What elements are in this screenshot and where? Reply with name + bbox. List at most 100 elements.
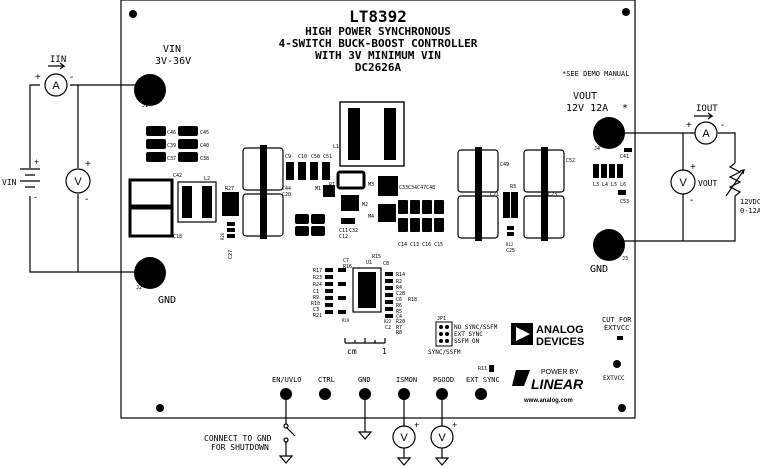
- label-c41: C41: [620, 154, 629, 160]
- tp-ismon[interactable]: [398, 388, 410, 400]
- minus-sign: -: [721, 120, 724, 131]
- plus-sign: +: [85, 159, 91, 170]
- tp-pgood[interactable]: [436, 388, 448, 400]
- small-passives-left: [325, 268, 346, 314]
- label-r26: R26: [220, 232, 225, 240]
- voltmeter-pgood-letter: V: [438, 432, 446, 444]
- plus-sign: +: [686, 120, 692, 131]
- jumper-option-2: EXT SYNC: [454, 331, 483, 338]
- j4-label: J4: [594, 146, 600, 152]
- label-c50: C50: [311, 154, 320, 160]
- title-line2: 4-SWITCH BUCK-BOOST CONTROLLER: [279, 37, 478, 50]
- label-c7: C7: [343, 258, 349, 264]
- mounting-hole: [618, 404, 626, 412]
- tp-gnd[interactable]: [359, 388, 371, 400]
- ground-symbol: [396, 448, 412, 466]
- mosfet-m4: [378, 204, 396, 222]
- website-url: www.analog.com: [523, 398, 573, 404]
- analog-devices-logo: ANALOG DEVICES: [511, 323, 584, 348]
- shutdown-note-2: FOR SHUTDOWN: [211, 443, 269, 452]
- shutdown-switch: [286, 427, 296, 437]
- current-arrow: [694, 112, 714, 120]
- bulk-cap-c42: [128, 178, 174, 208]
- vin-label: VIN: [163, 44, 181, 55]
- jumper-label: SYNC/SSFM: [428, 349, 461, 356]
- label-c49: C49: [500, 162, 509, 168]
- label-c8: C8: [383, 261, 389, 267]
- label-r21: R21: [313, 313, 322, 319]
- label-r9: R9: [313, 295, 319, 301]
- minus-sign: -: [70, 72, 73, 83]
- ammeter-in: [44, 73, 68, 97]
- label-c21: C21: [490, 192, 499, 198]
- label-l3-row: L3 L4 L5 L6: [593, 182, 626, 188]
- adi-text-1: ANALOG: [536, 324, 584, 336]
- jumper-jp1[interactable]: [435, 321, 453, 347]
- label-c11: C11: [339, 228, 348, 234]
- label-c1: C1: [313, 289, 319, 295]
- label-r4: R4: [396, 285, 402, 291]
- gnd-terminal: [134, 257, 166, 289]
- mounting-hole: [156, 404, 164, 412]
- label-r8: R8: [396, 330, 402, 336]
- label-r16: R16: [343, 264, 352, 270]
- ground-symbol: [434, 448, 450, 466]
- label-m3: M3: [368, 182, 374, 188]
- scale-ruler: [344, 338, 386, 344]
- ground-symbol: [357, 400, 373, 440]
- label-c45: C45: [200, 130, 209, 136]
- label-r7: R7: [396, 325, 402, 331]
- see-demo-note: *SEE DEMO MANUAL: [562, 70, 629, 78]
- battery-symbol: [20, 168, 40, 188]
- extvcc-pad-label: EXTVCC: [603, 375, 625, 382]
- label-c9: C9: [285, 154, 291, 160]
- label-c40: C40: [200, 143, 209, 149]
- label-c23: C23: [548, 192, 557, 198]
- voltmeter-in-letter: V: [74, 176, 82, 188]
- label-c27: C27: [228, 250, 234, 259]
- label-r12: R12: [506, 242, 514, 247]
- wire: [718, 132, 736, 163]
- tp-en-uvlo-label: EN/UVLO: [272, 376, 302, 384]
- label-c37: C37: [167, 156, 176, 162]
- vout-meter-label: VOUT: [698, 179, 717, 188]
- plus-sign: +: [34, 157, 39, 167]
- ruler-unit: cm: [347, 347, 357, 356]
- label-r27: R27: [225, 186, 234, 192]
- label-c28: C28: [396, 291, 405, 297]
- tp-ext-sync[interactable]: [475, 388, 487, 400]
- powered-by-text: POWER BY: [541, 369, 579, 376]
- label-r18: R18: [408, 297, 417, 303]
- label-m2: M2: [362, 202, 368, 208]
- load-adjust-arrow: [725, 169, 746, 197]
- cut-for-label: CUT FOR: [602, 316, 632, 324]
- label-c18: C18: [173, 234, 182, 240]
- mosfet-m3: [378, 176, 398, 196]
- small-passives-right: [385, 272, 393, 318]
- minus-sign: -: [690, 195, 693, 206]
- resistor-r1: [336, 170, 366, 190]
- label-r23: R23: [313, 275, 322, 281]
- tp-ctrl[interactable]: [319, 388, 331, 400]
- gnd-terminal-right: [593, 229, 625, 261]
- label-u1: U1: [366, 260, 372, 266]
- label-r11: R11: [478, 366, 487, 372]
- input-cap-group: [146, 126, 198, 162]
- resistor-r27: [222, 192, 231, 216]
- tp-en-uvlo[interactable]: [280, 388, 292, 400]
- label-c32: C32: [349, 228, 358, 234]
- wire: [609, 200, 736, 242]
- voltmeter-out: [670, 169, 696, 195]
- plus-sign: +: [452, 420, 457, 430]
- voltmeter-ismon-letter: V: [400, 432, 408, 444]
- label-r10: R10: [311, 301, 320, 307]
- label-l2: L2: [204, 176, 210, 182]
- label-c3: C3: [313, 307, 319, 313]
- plus-sign: +: [690, 162, 696, 173]
- minus-sign: -: [34, 192, 37, 202]
- title-line3: WITH 3V MINIMUM VIN: [315, 49, 441, 62]
- iout-label: IOUT: [696, 104, 718, 114]
- label-c2: C2: [385, 325, 391, 331]
